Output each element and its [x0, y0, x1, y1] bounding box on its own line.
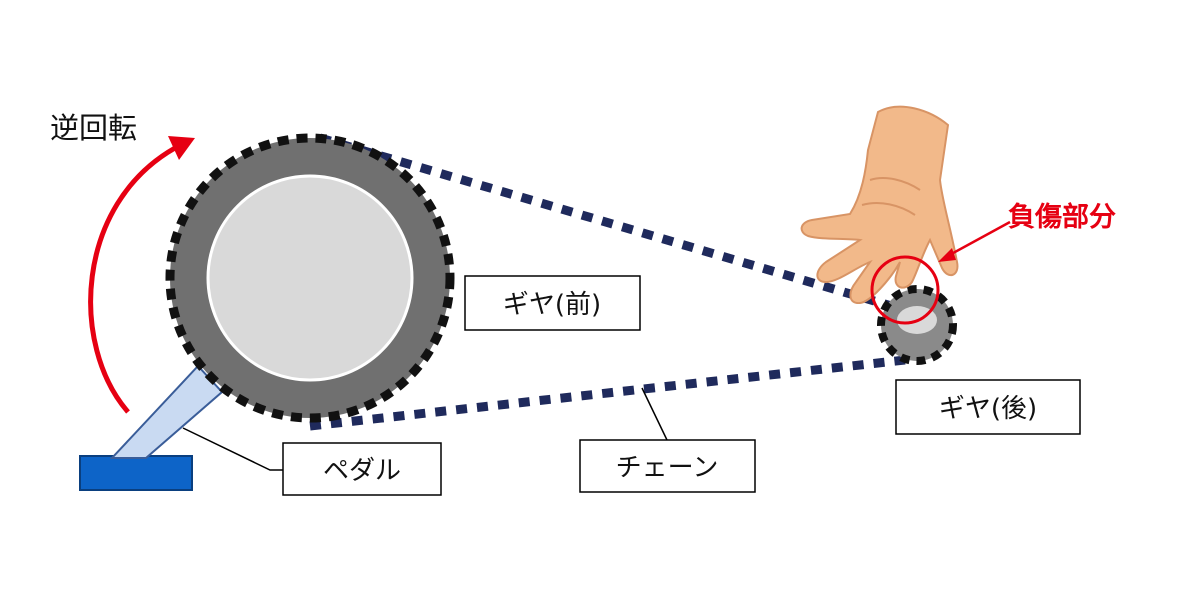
curved-arrow-icon	[88, 136, 195, 414]
chain-lower	[309, 355, 906, 431]
injury-circle	[870, 255, 940, 325]
chain-label: チェーン	[616, 453, 719, 483]
injury-part-label: 負傷部分	[1008, 201, 1116, 233]
pedal-base	[79, 455, 193, 491]
front-gear-label-box	[464, 275, 641, 331]
front-gear	[165, 133, 455, 423]
chain-leader	[641, 387, 668, 441]
crank-arm	[109, 364, 224, 459]
rear-gear	[877, 285, 957, 365]
front-gear-label: ギヤ(前)	[503, 290, 601, 320]
pedal-label-box	[282, 442, 442, 496]
rear-gear-label: ギヤ(後)	[939, 394, 1037, 424]
hand-icon	[800, 105, 959, 305]
reverse-rotation-label: 逆回転	[50, 111, 137, 145]
pedal-leader	[182, 427, 284, 471]
pedal-label: ペダル	[323, 456, 401, 486]
chain-upper	[318, 133, 907, 315]
chain-label-box	[579, 439, 756, 493]
rear-gear-label-box	[895, 379, 1081, 435]
injury-arrow	[938, 220, 1011, 262]
